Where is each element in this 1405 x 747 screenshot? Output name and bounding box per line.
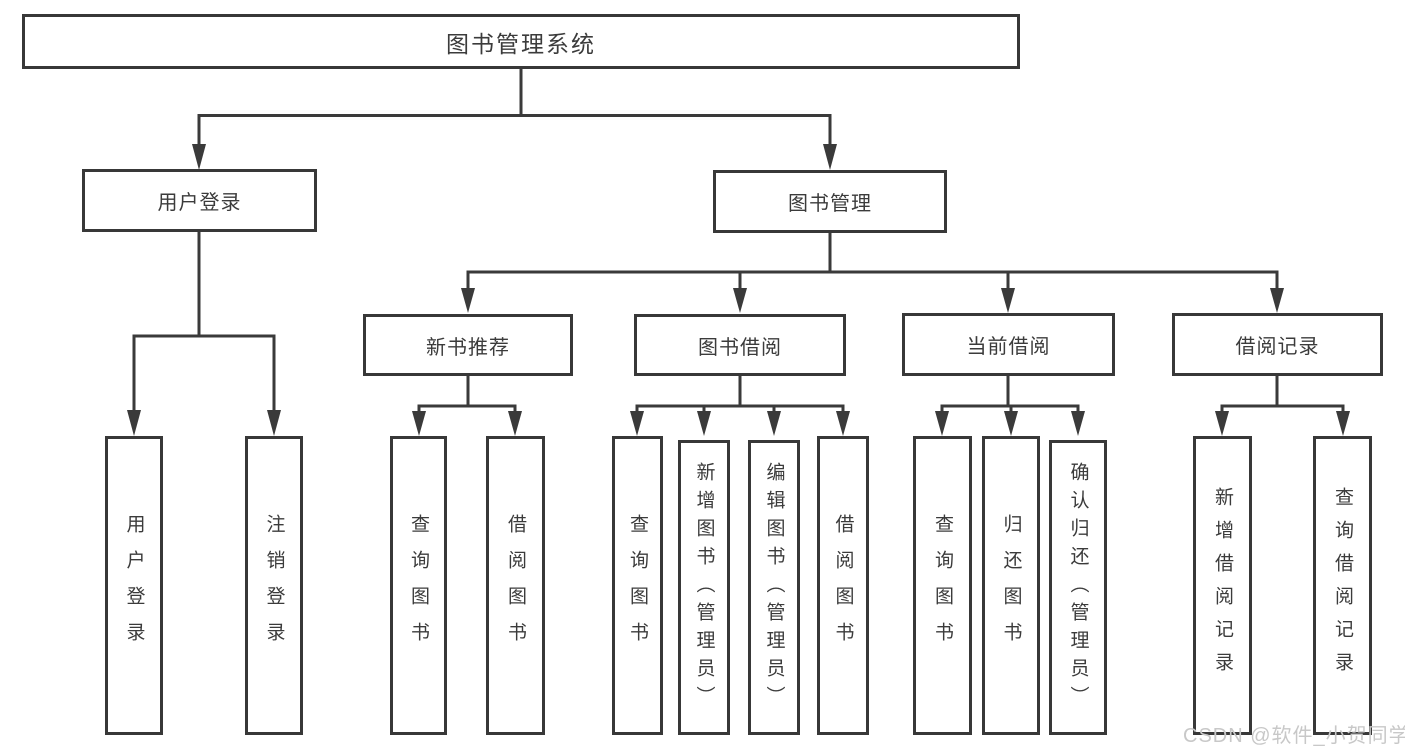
connector-rails — [132, 69, 1345, 413]
leaf-confirm-return-admin: 确认归还（管理员） — [1049, 440, 1107, 735]
leaf-add-books-admin: 新增图书（管理员） — [678, 440, 730, 735]
node-new-book-recommendation: 新书推荐 — [363, 314, 573, 376]
leaf-user-login: 用户登录 — [105, 436, 163, 735]
node-book-management: 图书管理 — [713, 170, 947, 233]
node-label: 新书推荐 — [426, 336, 510, 359]
leaf-borrow-books-borrowing: 借阅图书 — [817, 436, 869, 735]
leaf-label: 归还图书 — [1000, 513, 1022, 658]
arrowheads — [127, 144, 1350, 436]
leaf-borrow-books-recommendation: 借阅图书 — [486, 436, 545, 735]
leaf-logout: 注销登录 — [245, 436, 303, 735]
leaf-label: 新增借阅记录 — [1212, 486, 1233, 685]
leaf-return-books: 归还图书 — [982, 436, 1040, 735]
leaf-label: 查询图书 — [932, 513, 953, 658]
leaf-query-books-current: 查询图书 — [913, 436, 972, 735]
node-label: 图书借阅 — [698, 336, 782, 359]
leaf-label: 用户登录 — [123, 513, 145, 658]
node-user-login: 用户登录 — [82, 169, 317, 232]
leaf-label: 借阅图书 — [505, 513, 526, 658]
leaf-label: 注销登录 — [263, 513, 285, 658]
leaf-query-books-borrowing: 查询图书 — [612, 436, 663, 735]
leaf-label: 编辑图书（管理员） — [763, 461, 785, 714]
node-borrowing-records: 借阅记录 — [1172, 313, 1383, 376]
node-label: 用户登录 — [157, 192, 242, 214]
leaf-query-books-recommendation: 查询图书 — [390, 436, 447, 735]
leaf-label: 借阅图书 — [832, 513, 854, 658]
watermark: CSDN @软件_小贺同学 — [1183, 725, 1405, 747]
leaf-query-borrow-record: 查询借阅记录 — [1313, 436, 1372, 735]
node-label: 图书管理系统 — [446, 30, 596, 57]
node-book-borrowing: 图书借阅 — [634, 314, 846, 376]
leaf-label: 查询借阅记录 — [1332, 486, 1353, 685]
leaf-add-borrow-record: 新增借阅记录 — [1193, 436, 1252, 735]
node-label: 图书管理 — [788, 193, 872, 215]
leaf-edit-books-admin: 编辑图书（管理员） — [748, 440, 800, 735]
node-current-borrowing: 当前借阅 — [902, 313, 1115, 376]
node-label: 借阅记录 — [1235, 336, 1320, 358]
leaf-label: 查询图书 — [408, 513, 429, 658]
leaf-label: 查询图书 — [627, 513, 648, 658]
leaf-label: 新增图书（管理员） — [693, 461, 715, 714]
leaf-label: 确认归还（管理员） — [1067, 461, 1089, 714]
node-label: 当前借阅 — [966, 336, 1051, 358]
node-library-management-system: 图书管理系统 — [22, 14, 1020, 69]
